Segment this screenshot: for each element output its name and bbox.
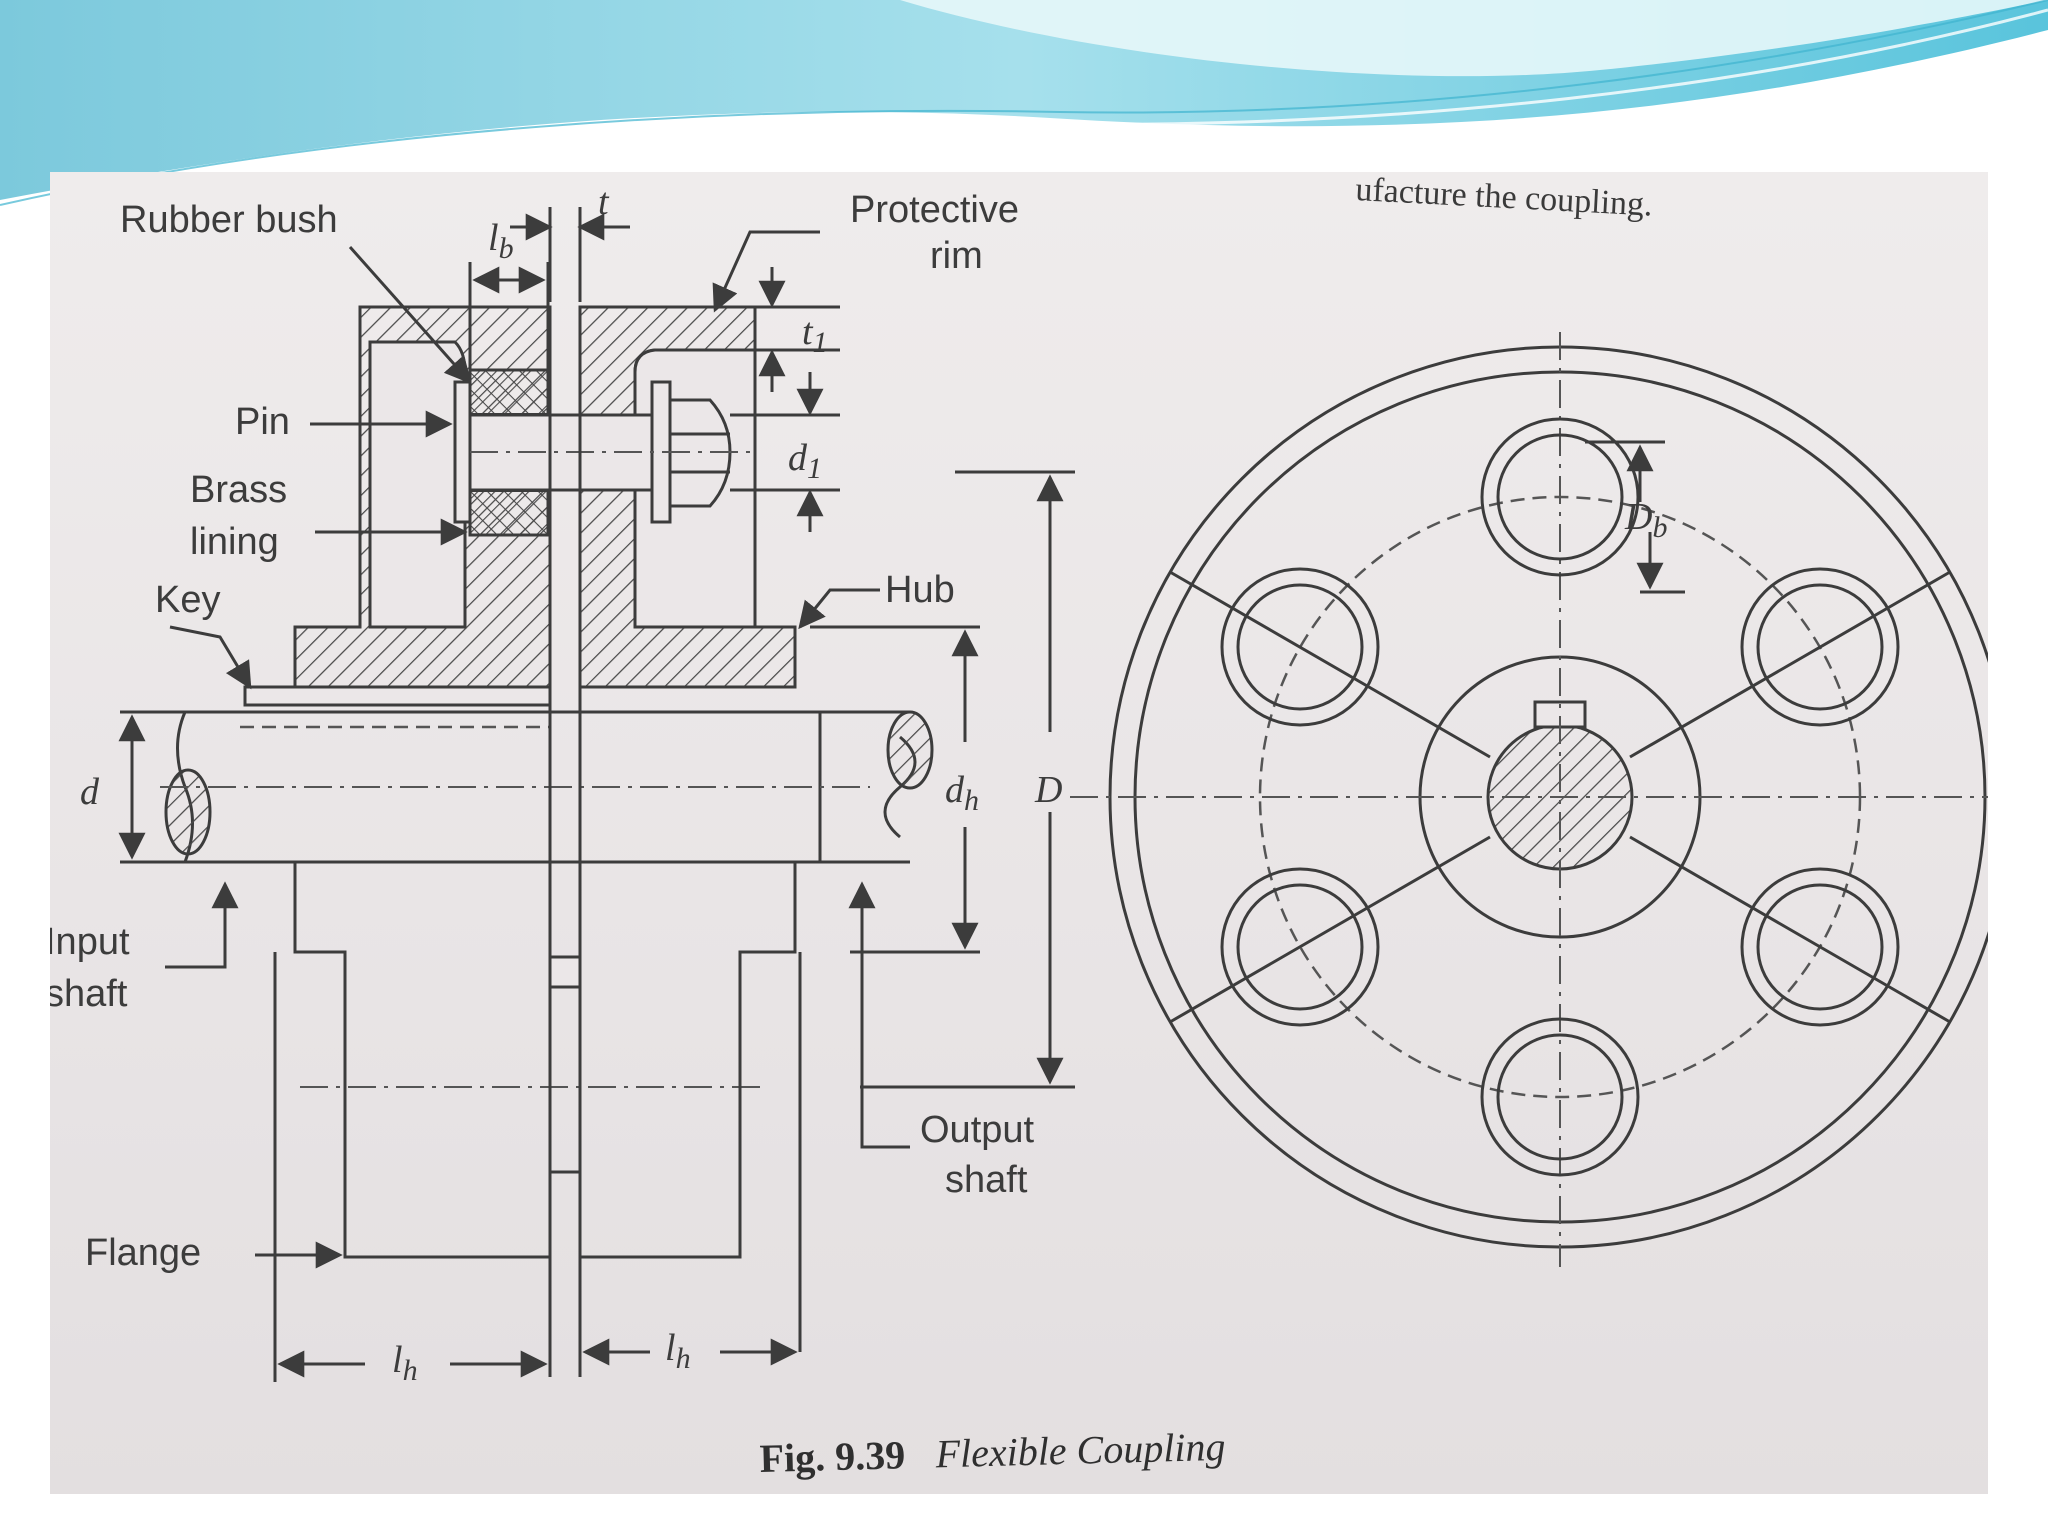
bush-hole-upper-left (1220, 567, 1380, 727)
bush-hole-lower-left (1220, 867, 1380, 1027)
brass-lining-label-2: lining (190, 521, 279, 563)
bush-hole-lower-right (1740, 867, 1900, 1027)
l-h-left-symbol: lh (392, 1339, 418, 1387)
right-flange-lower (578, 862, 797, 1259)
bush-hole-bottom (1480, 1017, 1640, 1177)
protective-rim-label-2: rim (930, 235, 983, 277)
rubber-bush-label: Rubber bush (120, 199, 338, 241)
output-shaft-label-1: Output (920, 1109, 1035, 1151)
flange-label: Flange (85, 1232, 201, 1274)
D-symbol: D (1034, 769, 1062, 811)
output-shaft-label-2: shaft (945, 1159, 1028, 1201)
photo-frame: ufacture the coupling. (50, 172, 1988, 1494)
key-label: Key (155, 579, 220, 621)
figure-caption: Fig. 9.39 Flexible Coupling (759, 1424, 1226, 1481)
input-shaft-label-1: Input (50, 921, 130, 963)
bush-hole-upper-right (1740, 567, 1900, 727)
input-shaft-label-2: shaft (50, 973, 128, 1015)
l-h-right-symbol: lh (665, 1327, 691, 1375)
brass-lining-label-1: Brass (190, 469, 287, 511)
slide-banner (0, 0, 2048, 217)
rubber-bush-upper (468, 368, 550, 417)
left-flange-lower (293, 862, 552, 1259)
d-symbol: d (80, 771, 100, 813)
d-h-symbol: dh (945, 769, 979, 817)
rubber-bush-lower (468, 488, 550, 537)
protective-rim-label-1: Protective (850, 189, 1019, 231)
D-b-symbol: Db (1624, 496, 1667, 544)
top-book-text: ufacture the coupling. (1355, 172, 1654, 224)
bush-hole-top (1480, 417, 1640, 577)
l-b-symbol: lb (488, 217, 514, 265)
pin (453, 380, 472, 524)
d1-symbol: d1 (788, 437, 822, 485)
t-symbol: t (598, 181, 610, 223)
end-view: Db (1070, 332, 1988, 1267)
t1-symbol: t1 (802, 311, 828, 359)
pin-label: Pin (235, 401, 290, 443)
hub-label: Hub (885, 569, 955, 611)
coupling-drawing: ufacture the coupling. (50, 172, 1988, 1481)
key (243, 685, 552, 707)
